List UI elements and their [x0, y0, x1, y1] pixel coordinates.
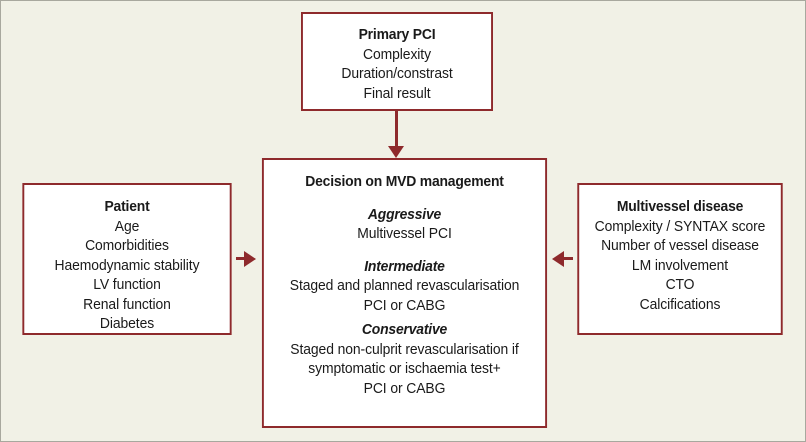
arrow-down-icon: [388, 146, 404, 158]
arrow-left-icon: [552, 251, 564, 267]
box-multivessel-disease-line-5: Calcifications: [639, 296, 721, 313]
connector-patient-to-decision-line: [236, 257, 250, 260]
connector-primary-pci-to-decision-line: [395, 111, 398, 153]
box-multivessel-disease-line-2: Number of vessel disease: [601, 238, 759, 254]
strategy-aggressive-line-1: Multivessel PCI: [357, 226, 452, 242]
box-multivessel-disease-header: Multivessel disease: [616, 199, 744, 215]
strategy-intermediate-line-2: PCI or CABG: [363, 297, 446, 314]
spacer: [264, 193, 545, 206]
strategy-conservative-line-3: PCI or CABG: [363, 380, 446, 397]
strategy-intermediate-name: Intermediate: [364, 258, 445, 275]
arrow-right-icon: [244, 251, 256, 267]
box-primary-pci: Primary PCI Complexity Duration/constras…: [301, 12, 493, 111]
box-patient: Patient Age Comorbidities Haemodynamic s…: [22, 183, 232, 335]
spacer: [264, 245, 545, 258]
box-patient-line-2: Comorbidities: [85, 238, 169, 254]
strategy-conservative-line-2: symptomatic or ischaemia test+: [308, 361, 501, 377]
box-patient-header: Patient: [104, 199, 150, 215]
box-patient-line-6: Diabetes: [99, 316, 155, 332]
box-patient-line-4: LV function: [93, 277, 161, 293]
box-patient-line-1: Age: [114, 218, 140, 235]
strategy-conservative-name: Conservative: [361, 322, 448, 338]
strategy-aggressive-name: Aggressive: [367, 206, 442, 223]
box-patient-line-3: Haemodynamic stability: [54, 257, 200, 274]
box-multivessel-disease: Multivessel disease Complexity / SYNTAX …: [577, 183, 783, 335]
box-multivessel-disease-line-3: LM involvement: [631, 257, 729, 274]
box-decision-on-mvd-management: Decision on MVD management Aggressive Mu…: [261, 158, 548, 428]
box-patient-line-5: Renal function: [83, 296, 171, 313]
box-decision-header: Decision on MVD management: [305, 174, 504, 190]
box-multivessel-disease-line-4: CTO: [665, 277, 695, 293]
box-primary-pci-line-1: Complexity: [363, 46, 431, 63]
box-primary-pci-line-2: Duration/constrast: [341, 66, 453, 82]
strategy-intermediate-line-1: Staged and planned revascularisation: [289, 278, 520, 294]
box-multivessel-disease-line-1: Complexity / SYNTAX score: [594, 218, 766, 235]
box-primary-pci-header: Primary PCI: [358, 27, 436, 43]
connector-multivessel-disease-to-decision-line: [559, 257, 573, 260]
box-primary-pci-line-3: Final result: [363, 85, 431, 102]
strategy-conservative-line-1: Staged non-culprit revascularisation if: [290, 341, 519, 358]
